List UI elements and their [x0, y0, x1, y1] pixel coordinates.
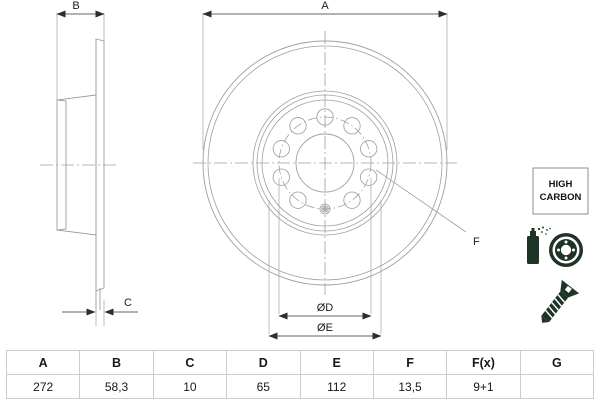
table-header-e: E — [299, 350, 374, 375]
table-header-b: B — [79, 350, 154, 375]
screw-threads — [545, 294, 566, 319]
table-header-c: C — [152, 350, 228, 375]
bolt-hole — [360, 140, 378, 158]
table-header-fx: F(x) — [446, 350, 521, 375]
bolt-hole — [360, 168, 378, 186]
dimension-c-label: C — [124, 297, 132, 309]
table-value-g — [519, 374, 595, 399]
bolt-hole — [272, 168, 290, 186]
table-row: 272 58,3 10 65 112 13,5 9+1 — [5, 374, 595, 399]
screw-tip — [541, 315, 550, 323]
disc-center-bore — [295, 133, 355, 193]
front-view-centerlines — [193, 31, 457, 295]
bolt-hole — [272, 140, 290, 158]
bolt-hole — [343, 191, 361, 209]
dimension-f-label: F — [473, 236, 480, 248]
dimension-b: B — [56, 0, 105, 100]
spray-mist — [537, 226, 551, 235]
dimension-e-label: ØE — [317, 322, 333, 334]
table-value-d: 65 — [226, 374, 301, 399]
high-carbon-badge: HIGH CARBON — [532, 167, 589, 215]
icon-disc-highlight — [543, 235, 553, 265]
dimension-a-label: A — [321, 0, 329, 12]
badge-line-2: CARBON — [540, 192, 582, 203]
table-value-b: 58,3 — [79, 374, 154, 399]
dimension-b-label: B — [72, 0, 79, 12]
table-header-d: D — [226, 350, 301, 375]
badge-border — [532, 167, 589, 215]
spray-can-body — [527, 236, 539, 264]
screw-slot — [564, 285, 572, 293]
countersunk-screw-icon — [541, 279, 580, 323]
specification-table: A B C D E F F(x) G 272 58,3 10 65 112 13… — [5, 350, 595, 399]
table-value-a: 272 — [5, 374, 81, 399]
table-value-c: 10 — [152, 374, 228, 399]
table-value-fx: 9+1 — [446, 374, 521, 399]
dimension-d: ØD — [278, 178, 372, 320]
bolt-hole — [289, 191, 307, 209]
table-header-row: A B C D E F F(x) G — [5, 350, 595, 375]
dimension-d-label: ØD — [317, 302, 334, 314]
spray-can-and-disc-icon — [527, 226, 583, 267]
table-header-f: F — [372, 350, 448, 375]
bolt-hole — [289, 117, 307, 135]
table-value-f: 13,5 — [372, 374, 448, 399]
dimension-a: A — [202, 0, 448, 150]
spray-can-tip — [531, 228, 535, 232]
table-header-g: G — [519, 350, 595, 375]
dimension-e: ØE — [268, 200, 382, 340]
spray-can-nozzle — [530, 231, 536, 236]
side-section-view — [56, 38, 105, 310]
icon-disc — [549, 233, 583, 267]
table-value-e: 112 — [299, 374, 374, 399]
dimension-c: C — [62, 297, 138, 326]
leader-f: F — [375, 169, 480, 248]
badge-line-1: HIGH — [549, 179, 573, 190]
table-header-a: A — [5, 350, 81, 375]
bolt-hole — [343, 117, 361, 135]
